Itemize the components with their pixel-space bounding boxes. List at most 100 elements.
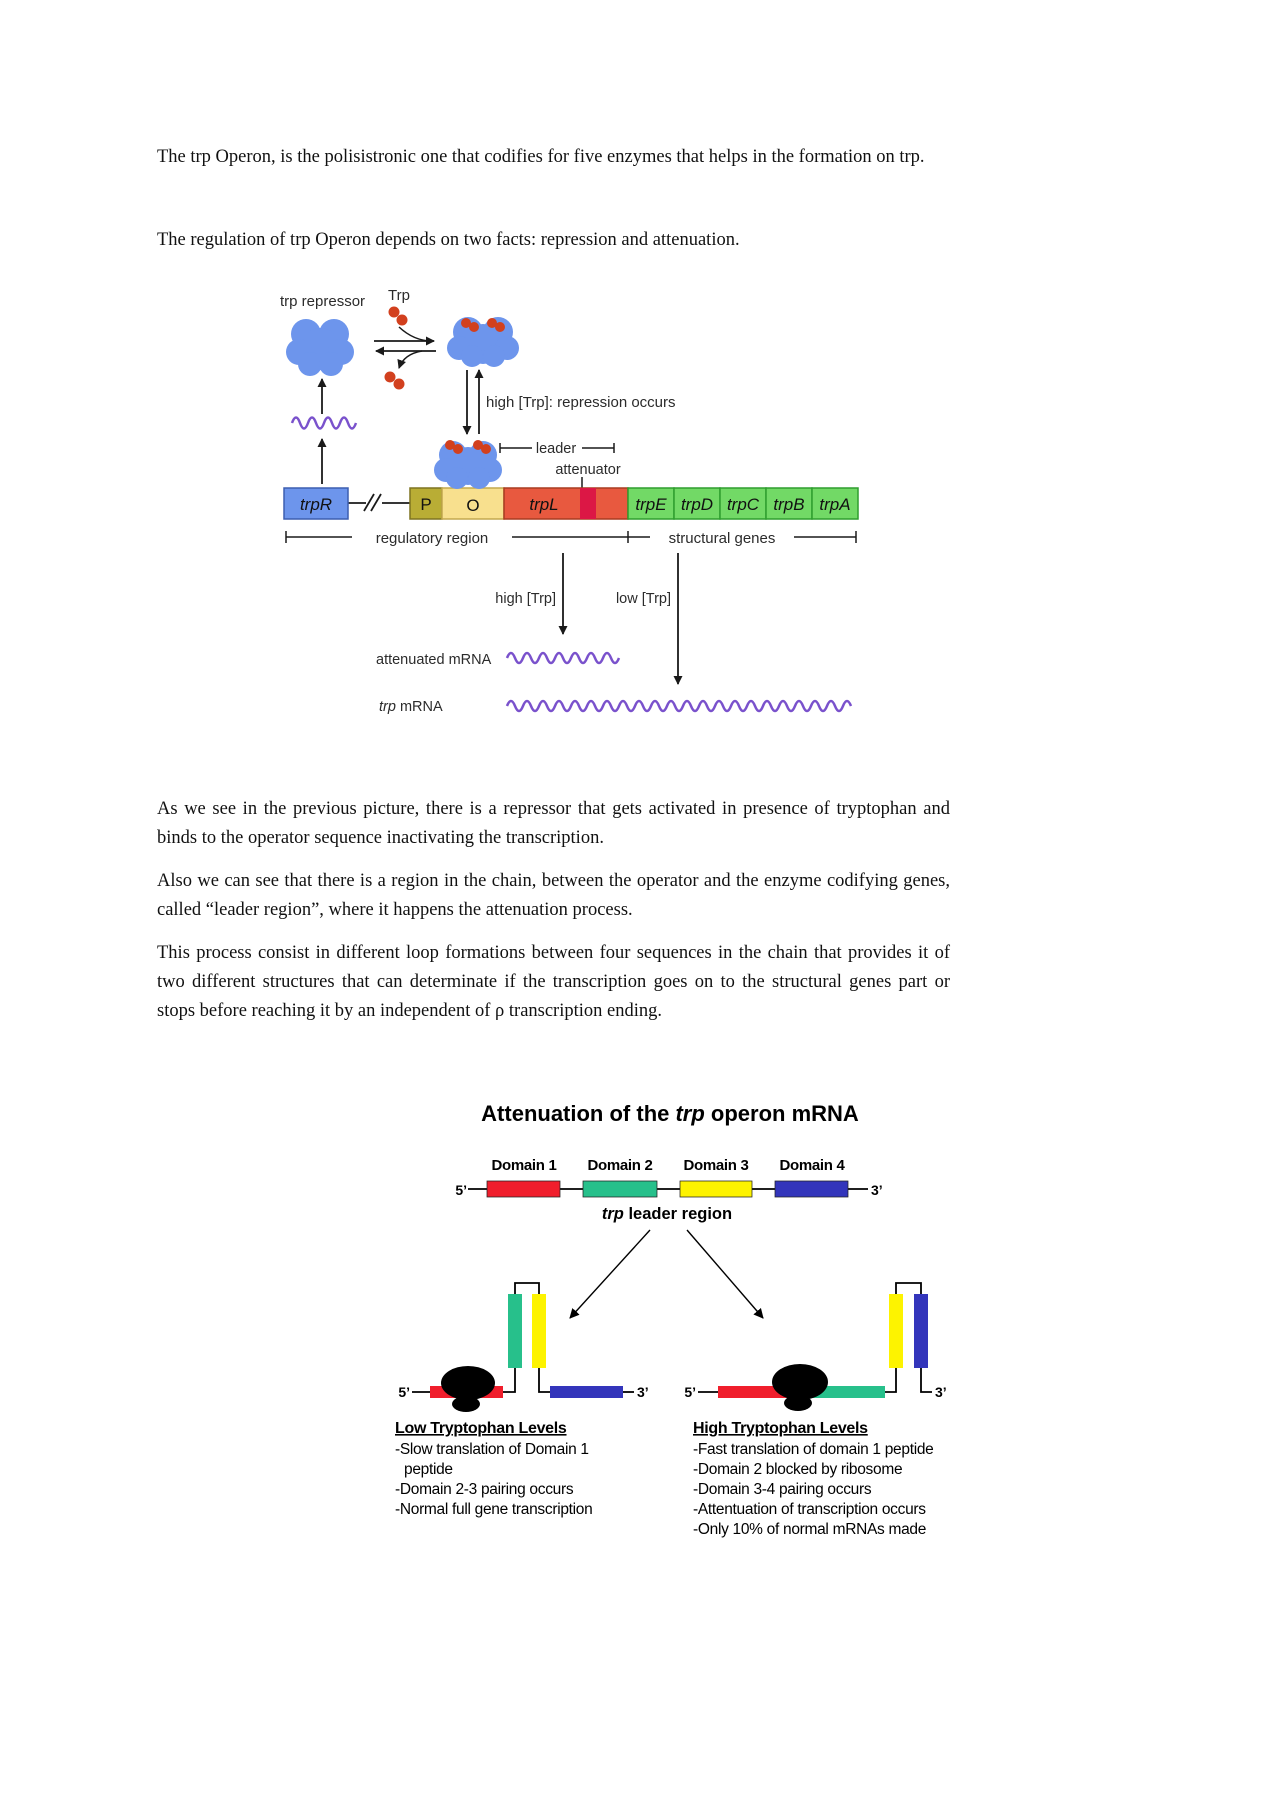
trp-repressor-inactive-blob bbox=[286, 319, 354, 376]
domain4-bar-left bbox=[550, 1386, 623, 1398]
domain3-stem-right bbox=[889, 1294, 903, 1368]
svg-text:Domain 4: Domain 4 bbox=[779, 1157, 845, 1174]
svg-text:-Fast translation of domain 1: -Fast translation of domain 1 peptide bbox=[693, 1441, 934, 1458]
trp-mrna-label: trp mRNA bbox=[379, 699, 443, 715]
bound-tryptophan-icons-2 bbox=[445, 440, 491, 454]
structural-genes-label: structural genes bbox=[669, 530, 776, 547]
svg-text:O: O bbox=[466, 496, 479, 515]
connector-left-a bbox=[503, 1368, 516, 1393]
attenuator-label: attenuator bbox=[555, 462, 620, 478]
trp-leader-region-label: trp leader region bbox=[602, 1205, 732, 1223]
svg-text:-Normal full gene transcriptio: -Normal full gene transcription bbox=[395, 1501, 592, 1518]
svg-text:-Attentuation of transcription: -Attentuation of transcription occurs bbox=[693, 1501, 926, 1518]
low-trp-structure: 5’ 3’ bbox=[398, 1282, 649, 1412]
three-prime-right: 3’ bbox=[935, 1384, 947, 1400]
high-trp-branch-arrow bbox=[686, 1229, 764, 1319]
gene-box-trpA bbox=[811, 487, 859, 520]
gene-box-P bbox=[409, 487, 443, 520]
leader-bracket bbox=[499, 443, 615, 453]
equilibrium-arrows bbox=[374, 326, 436, 369]
hairpin-loop-3-4 bbox=[895, 1282, 922, 1296]
connector-right-b bbox=[920, 1368, 932, 1393]
svg-text:P: P bbox=[420, 495, 431, 514]
svg-text:trpA: trpA bbox=[819, 495, 850, 514]
high-trp-label: high [Trp] bbox=[495, 591, 556, 607]
hairpin-loop-2-3 bbox=[514, 1282, 540, 1296]
attenuated-mrna-squiggle bbox=[505, 651, 621, 665]
gene-box-trpL bbox=[503, 487, 629, 520]
paragraph-repressor: As we see in the previous picture, there… bbox=[157, 799, 950, 848]
ribosome-left bbox=[441, 1366, 495, 1412]
connector-right-a bbox=[885, 1368, 897, 1393]
svg-text:-Only 10% of normal mRNAs made: -Only 10% of normal mRNAs made bbox=[693, 1521, 926, 1538]
attenuator-segment bbox=[580, 488, 596, 519]
repression-arrows bbox=[462, 369, 484, 435]
paragraph-intro: The trp Operon, is the polisistronic one… bbox=[157, 147, 925, 167]
gene-box-trpB bbox=[765, 487, 813, 520]
regulatory-region-label: regulatory region bbox=[376, 530, 489, 547]
low-trp-caption: Low Tryptophan Levels -Slow translation … bbox=[395, 1420, 593, 1518]
region-brackets bbox=[285, 531, 857, 543]
svg-text:Domain 2: Domain 2 bbox=[587, 1157, 652, 1174]
svg-text:peptide: peptide bbox=[404, 1461, 453, 1478]
five-prime-label: 5’ bbox=[455, 1182, 467, 1198]
domain-labels: Domain 1 Domain 2 Domain 3 Domain 4 bbox=[491, 1157, 845, 1174]
svg-text:-Domain 2-3 pairing occurs: -Domain 2-3 pairing occurs bbox=[395, 1481, 574, 1498]
domain1-box bbox=[486, 1180, 561, 1198]
gene-labels: trpR P O trpL trpE trpD trpC trpB trpA bbox=[300, 495, 851, 515]
low-trp-heading: Low Tryptophan Levels bbox=[395, 1420, 567, 1437]
paragraph-attenuation-process: This process consist in different loop f… bbox=[157, 943, 950, 1021]
domain3-stem bbox=[532, 1294, 546, 1368]
domain2-stem bbox=[508, 1294, 522, 1368]
three-prime-left: 3’ bbox=[637, 1384, 649, 1400]
svg-text:trpL: trpL bbox=[529, 495, 558, 514]
ribosome-right bbox=[772, 1364, 828, 1411]
figure2-title: Attenuation of the trp operon mRNA bbox=[481, 1101, 859, 1126]
svg-text:trpB: trpB bbox=[773, 495, 804, 514]
bound-tryptophan-icons bbox=[461, 318, 505, 332]
gene-box-trpD bbox=[673, 487, 721, 520]
paragraph-leader-region: Also we can see that there is a region i… bbox=[157, 871, 950, 920]
five-prime-left: 5’ bbox=[398, 1384, 410, 1400]
domain2-box bbox=[582, 1180, 658, 1198]
trp-label: Trp bbox=[388, 287, 410, 304]
trpR-mrna-squiggle bbox=[290, 416, 358, 430]
leader-label: leader bbox=[536, 441, 576, 457]
svg-text:trpR: trpR bbox=[300, 495, 332, 514]
low-trp-label: low [Trp] bbox=[616, 591, 671, 607]
svg-text:Domain 3: Domain 3 bbox=[683, 1157, 748, 1174]
svg-text:trpD: trpD bbox=[681, 495, 713, 514]
low-trp-branch-arrow bbox=[569, 1229, 651, 1319]
operon-gene-bar bbox=[283, 487, 859, 520]
repression-occurs-label: high [Trp]: repression occurs bbox=[486, 394, 676, 411]
three-prime-label: 3’ bbox=[871, 1182, 883, 1198]
trp-repressor-bound-blob bbox=[434, 441, 502, 489]
tryptophan-molecule-icon bbox=[384, 306, 408, 390]
domain3-box bbox=[679, 1180, 753, 1198]
trp-mrna-squiggle bbox=[505, 699, 853, 713]
gene-box-trpC bbox=[719, 487, 767, 520]
gene-box-trpE bbox=[627, 487, 675, 520]
high-trp-heading: High Tryptophan Levels bbox=[693, 1420, 868, 1437]
trp-repressor-label: trp repressor bbox=[280, 293, 365, 310]
domain4-box bbox=[774, 1180, 849, 1198]
svg-text:-Domain 2 blocked by ribosome: -Domain 2 blocked by ribosome bbox=[693, 1461, 902, 1478]
high-trp-caption: High Tryptophan Levels -Fast translation… bbox=[693, 1420, 934, 1538]
high-trp-structure: 5’ 3’ bbox=[684, 1282, 947, 1411]
connector-left-b bbox=[538, 1368, 550, 1393]
five-prime-right: 5’ bbox=[684, 1384, 696, 1400]
trp-repressor-active-blob bbox=[447, 317, 519, 367]
domain4-stem-right bbox=[914, 1294, 928, 1368]
figure-attenuation-mrna: Attenuation of the trp operon mRNA Domai… bbox=[395, 1101, 947, 1538]
gene-box-trpR bbox=[283, 487, 349, 520]
dna-connector-line bbox=[348, 493, 410, 512]
paragraph-regulation: The regulation of trp Operon depends on … bbox=[157, 230, 740, 250]
svg-text:trpE: trpE bbox=[635, 495, 667, 514]
svg-text:trpC: trpC bbox=[727, 495, 760, 514]
domain-boxes bbox=[486, 1180, 849, 1198]
svg-text:-Domain 3-4 pairing occurs: -Domain 3-4 pairing occurs bbox=[693, 1481, 872, 1498]
svg-text:Domain 1: Domain 1 bbox=[491, 1157, 556, 1174]
attenuated-mrna-label: attenuated mRNA bbox=[376, 652, 492, 668]
svg-text:-Slow translation of Domain 1: -Slow translation of Domain 1 bbox=[395, 1441, 589, 1458]
